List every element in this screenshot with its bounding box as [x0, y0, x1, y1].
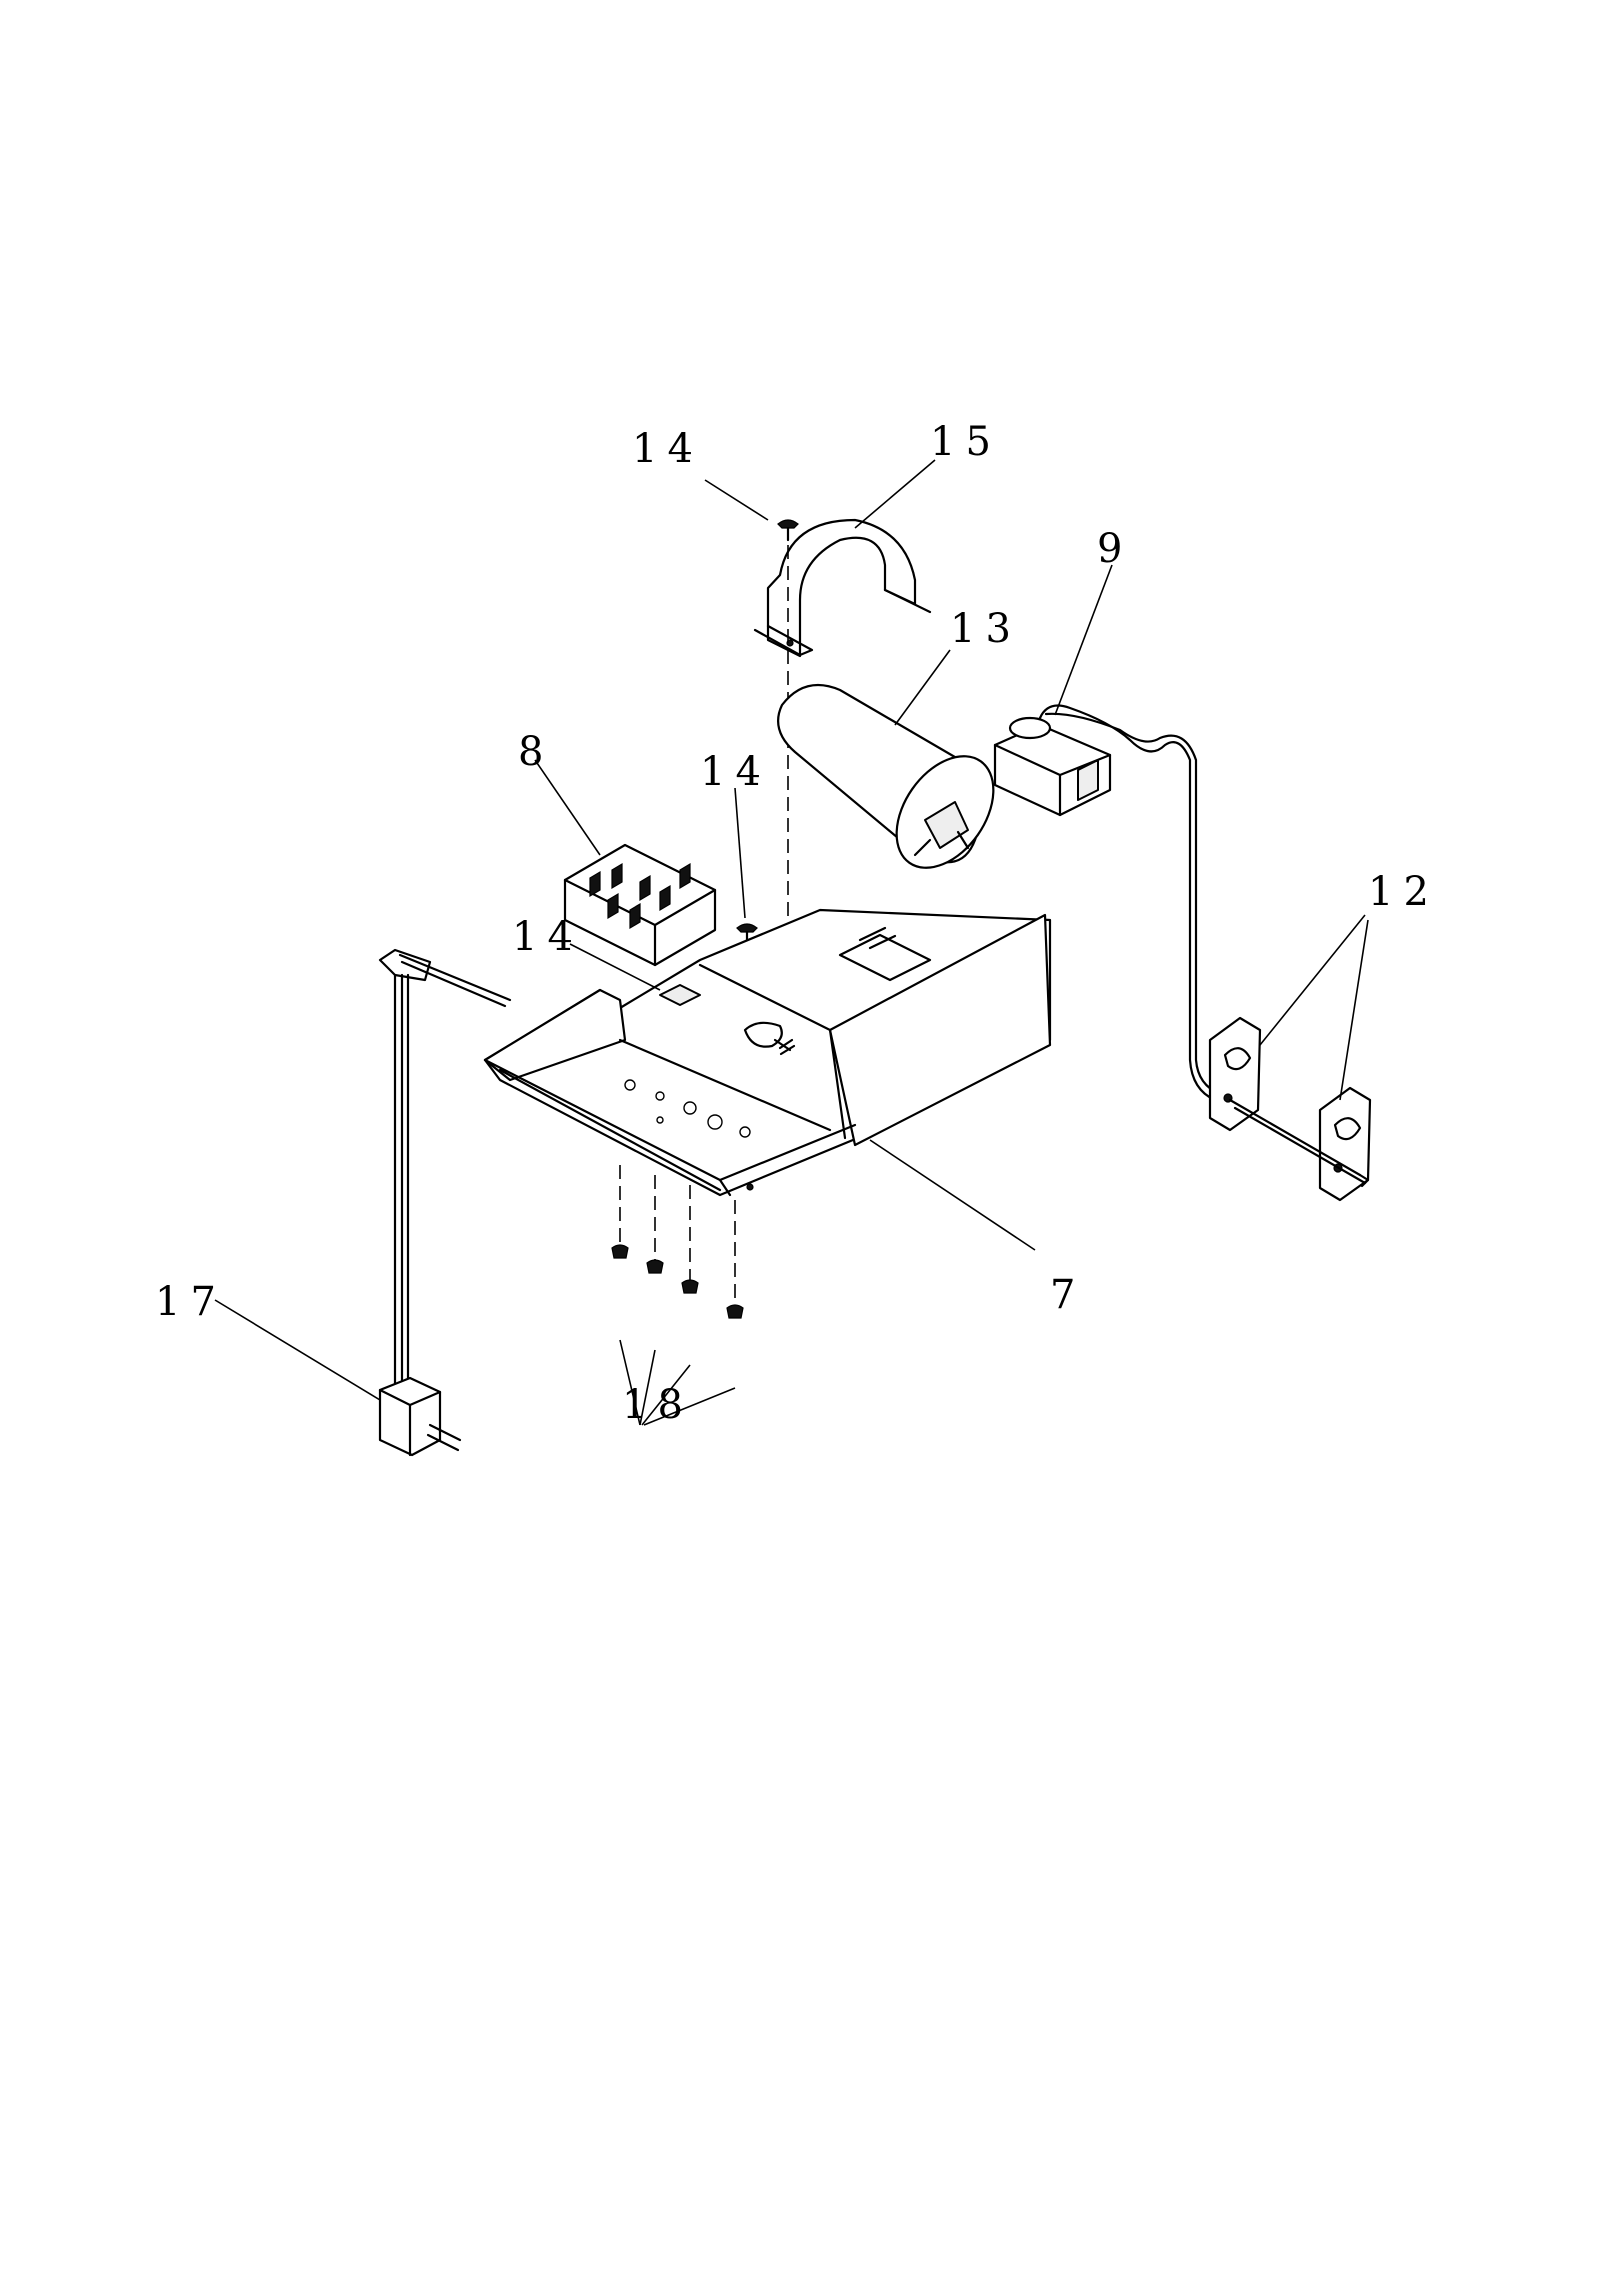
callout-labels: 14 15 9 13 8 14 14 12 17 7 18	[155, 419, 1439, 1428]
power-cord-part	[378, 948, 512, 1457]
motor-part	[993, 704, 1222, 1102]
callout-14-left: 14	[512, 914, 583, 960]
screw-part-middle	[736, 923, 758, 947]
base-tray-part	[483, 908, 1052, 1197]
screw-part-top	[777, 519, 799, 542]
callout-13: 13	[950, 606, 1021, 652]
callout-9: 9	[1097, 526, 1132, 572]
callout-7: 7	[1050, 1272, 1085, 1318]
callout-14-top: 14	[632, 426, 703, 472]
tray-screws-part	[611, 1165, 744, 1319]
callout-14-middle: 14	[700, 749, 771, 795]
callout-8: 8	[518, 729, 553, 775]
callout-15: 15	[930, 419, 1001, 465]
callout-12: 12	[1368, 869, 1439, 915]
capacitor-strap-part	[753, 518, 932, 658]
leader-lines	[214, 459, 1369, 1426]
relay-part	[563, 843, 717, 967]
callout-18: 18	[622, 1382, 693, 1428]
callout-17: 17	[155, 1279, 226, 1325]
bracket-rod-part	[1208, 1016, 1372, 1202]
capacitor-part	[777, 683, 995, 869]
